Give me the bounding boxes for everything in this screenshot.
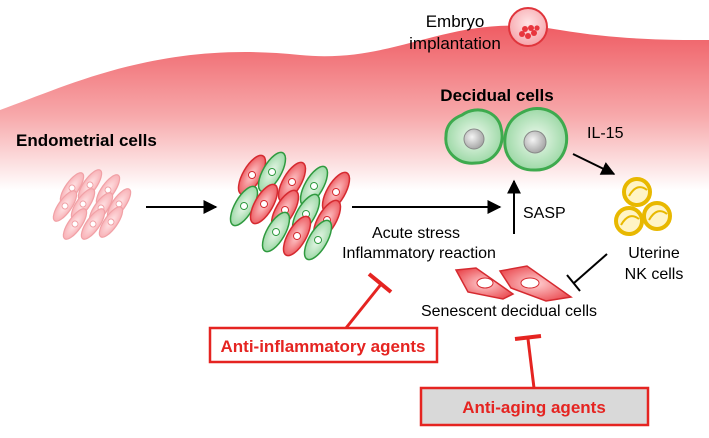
acute-stress-label: Acute stress <box>372 225 460 242</box>
anti-inflammatory-agents-label: Anti-inflammatory agents <box>221 337 426 356</box>
anti-aging-inhibitor <box>514 334 542 389</box>
decidual-cell <box>503 107 569 172</box>
decidual-cells-label: Decidual cells <box>440 86 553 105</box>
anti-aging-box <box>419 386 650 427</box>
nk-to-senescent-inhibition <box>566 253 608 292</box>
differentiating-cell-cluster <box>229 151 351 261</box>
nk-cell <box>614 206 644 236</box>
implantation-label: implantation <box>409 34 501 53</box>
sasp-label: SASP <box>523 205 566 222</box>
inflammatory-reaction-label: Inflammatory reaction <box>342 245 496 262</box>
decidual-cell <box>444 108 504 165</box>
nk-cells-label: NK cells <box>625 266 684 283</box>
nk-cell <box>622 177 652 207</box>
embryo-icon <box>508 7 548 47</box>
anti-aging-agents-label: Anti-aging agents <box>462 398 606 417</box>
senescent-decidual-cells-label: Senescent decidual cells <box>421 303 597 320</box>
arrow-decidual-to-nk <box>572 153 616 175</box>
anti-inflammatory-box <box>208 326 439 364</box>
senescent-cell <box>454 267 515 300</box>
endometrial-cell-cluster <box>52 169 132 240</box>
endometrium-tissue <box>0 25 709 190</box>
il15-label: IL-15 <box>587 125 624 142</box>
nk-cell <box>642 201 672 231</box>
anti-inflammatory-inhibitor <box>344 272 393 329</box>
uterine-label: Uterine <box>628 245 680 262</box>
endometrial-cells-label: Endometrial cells <box>16 131 157 150</box>
embryo-label: Embryo <box>426 12 485 31</box>
senescent-cell <box>498 265 573 302</box>
